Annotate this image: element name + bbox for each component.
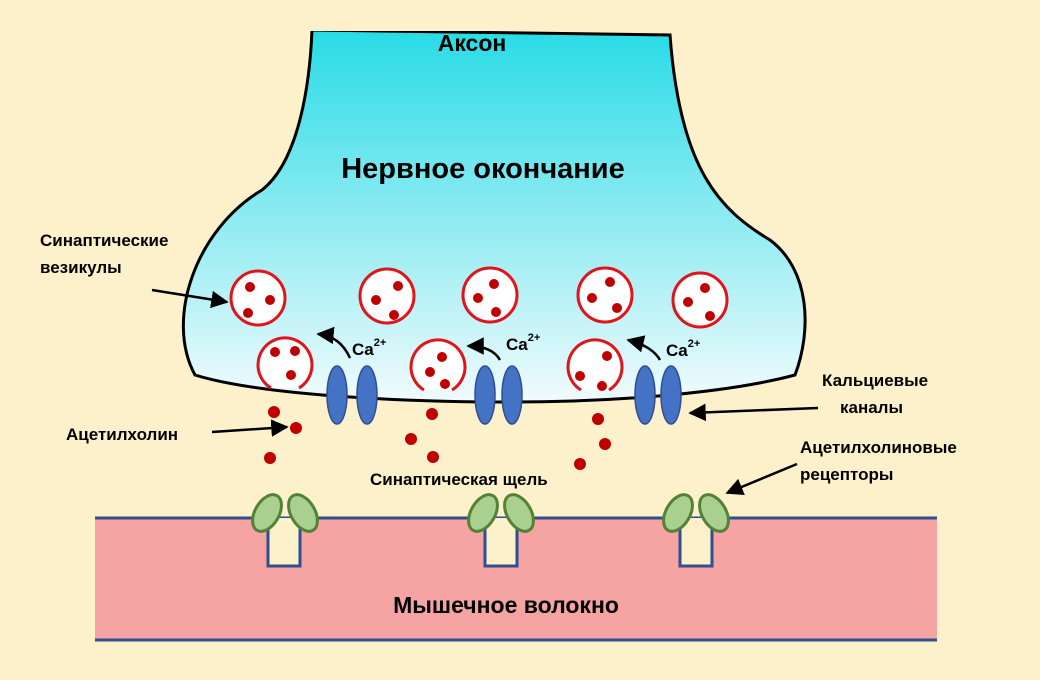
receptors-label-line2: рецепторы bbox=[800, 465, 893, 484]
calcium-ion-label: Ca2+ bbox=[506, 332, 540, 354]
acetylcholine-molecule bbox=[426, 408, 438, 420]
calcium-ion-labels: Ca2+ Ca2+ Ca2+ bbox=[352, 332, 700, 360]
acetylcholine-receptors bbox=[251, 493, 730, 533]
vesicle bbox=[671, 271, 729, 329]
acetylcholine-molecule bbox=[264, 452, 276, 464]
vesicles-arrow bbox=[151, 288, 229, 309]
fusing-vesicle bbox=[566, 338, 624, 392]
receptor-pocket-3 bbox=[678, 518, 714, 568]
acetylcholine-molecule bbox=[290, 422, 302, 434]
receptors-label-line1: Ацетилхолиновые bbox=[800, 438, 957, 457]
fusing-vesicle bbox=[409, 338, 467, 392]
acetylcholine-molecule bbox=[427, 451, 439, 463]
receptor-pockets bbox=[266, 518, 714, 568]
acetylcholine-molecule bbox=[574, 458, 586, 470]
calcium-channel bbox=[660, 365, 682, 425]
vesicle bbox=[461, 266, 519, 324]
vesicle bbox=[229, 269, 287, 327]
calcium-arrow bbox=[626, 335, 662, 361]
receptor-subunit bbox=[503, 493, 535, 533]
vesicle bbox=[576, 266, 634, 324]
pointer-arrows bbox=[151, 288, 819, 496]
acetylcholine-molecule bbox=[592, 413, 604, 425]
acetylcholine-label: Ацетилхолин bbox=[66, 425, 178, 444]
calcium-channel bbox=[634, 365, 656, 425]
fusing-vesicle bbox=[256, 336, 314, 390]
calcium-channel bbox=[356, 365, 378, 425]
acetylcholine-molecule bbox=[599, 438, 611, 450]
acetylcholine-molecule bbox=[268, 406, 280, 418]
vesicles-label-line2: везикулы bbox=[40, 258, 122, 277]
receptor-subunit bbox=[251, 493, 283, 533]
acetylcholine-arrow bbox=[211, 419, 289, 437]
calcium-influx-arrows bbox=[316, 326, 662, 361]
receptor-subunit bbox=[662, 493, 694, 533]
receptor-subunit bbox=[467, 493, 499, 533]
synaptic-vesicles bbox=[229, 266, 729, 329]
receptor-pocket-2 bbox=[483, 518, 519, 568]
calcium-channels-label-line1: Кальциевые bbox=[822, 371, 928, 390]
axon-label: Аксон bbox=[438, 30, 507, 56]
receptors-arrow bbox=[725, 462, 798, 496]
vesicle bbox=[358, 267, 416, 325]
acetylcholine-molecules bbox=[264, 406, 611, 470]
synaptic-cleft-label: Синаптическая щель bbox=[370, 470, 548, 489]
receptor-pocket-1 bbox=[266, 518, 302, 568]
calcium-arrow bbox=[316, 326, 352, 359]
nerve-ending-label: Нервное окончание bbox=[341, 153, 625, 185]
calcium-channels-arrow bbox=[688, 403, 819, 422]
calcium-channel bbox=[474, 365, 496, 425]
calcium-ion-label: Ca2+ bbox=[352, 337, 386, 359]
vesicles-label-line1: Синаптические bbox=[40, 231, 168, 250]
calcium-channels-label-line2: каналы bbox=[840, 398, 903, 417]
calcium-channels bbox=[326, 365, 682, 425]
calcium-channel bbox=[326, 365, 348, 425]
calcium-channel bbox=[501, 365, 523, 425]
acetylcholine-molecule bbox=[405, 433, 417, 445]
receptor-subunit bbox=[698, 493, 730, 533]
calcium-ion-label: Ca2+ bbox=[666, 338, 700, 360]
calcium-arrow bbox=[466, 337, 502, 361]
receptor-subunit bbox=[287, 493, 319, 533]
muscle-fiber-label: Мышечное волокно bbox=[393, 592, 619, 618]
fusing-vesicles bbox=[256, 336, 624, 392]
